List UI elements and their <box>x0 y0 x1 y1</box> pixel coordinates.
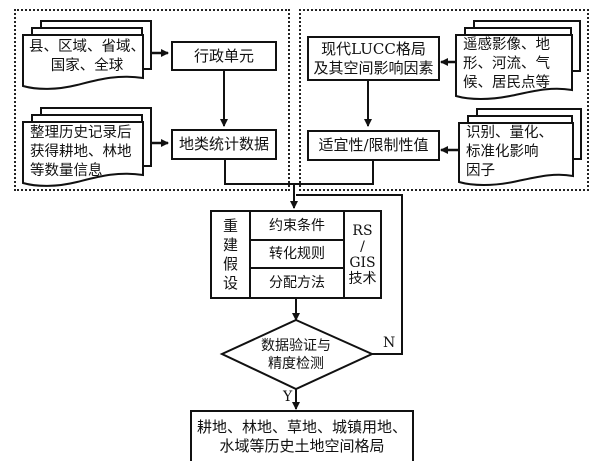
tech-line-3: GIS <box>349 254 376 271</box>
doc-factors-line-1: 识别、量化、 <box>466 125 553 141</box>
box-admin-unit: 行政单元 <box>171 41 277 71</box>
row-allocation-methods-label: 分配方法 <box>269 275 325 291</box>
assumption-char-4: 设 <box>222 273 238 292</box>
box-suitability-label: 适宜性/限制性值 <box>318 136 429 154</box>
box-lucc-line-1: 现代LUCC格局 <box>321 39 426 58</box>
row-conversion-rules-label: 转化规则 <box>269 246 325 262</box>
assumption-char-2: 建 <box>222 235 238 254</box>
decision-line-2: 精度检测 <box>268 356 324 372</box>
box-lucc-pattern: 现代LUCC格局 及其空间影响因素 <box>307 36 440 81</box>
decision-label: 数据验证与 精度检测 <box>236 337 356 373</box>
doc-admin-front-sheet <box>22 34 144 90</box>
reconstruction-assumption: 重 建 假 设 <box>212 212 251 297</box>
assumption-char-3: 假 <box>222 254 238 273</box>
doc-rs-line-3: 候、居民点等 <box>463 75 550 91</box>
decision-no-label: N <box>383 335 396 351</box>
doc-factors-front-sheet <box>458 122 574 186</box>
right-input-region <box>299 9 589 191</box>
doc-history-line-1: 整理历史记录后 <box>30 125 132 141</box>
row-constraints-label: 约束条件 <box>269 217 325 234</box>
doc-rs-line-2: 形、河流、气 <box>463 56 550 72</box>
assumption-char-1: 重 <box>222 216 238 235</box>
box-historical-land-pattern: 耕地、林地、草地、城镇用地、 水域等历史土地空间格局 <box>190 410 414 461</box>
doc-history-line-2: 获得耕地、林地 <box>30 144 132 160</box>
doc-history-front-sheet <box>22 121 144 187</box>
doc-remote-sensing: 遥感影像、地 形、河流、气 候、居民点等 <box>455 20 585 100</box>
row-constraints: 约束条件 <box>251 212 343 241</box>
output-line-2: 水域等历史土地空间格局 <box>219 436 385 455</box>
doc-factors-line-2: 标准化影响 <box>466 144 539 160</box>
box-land-stats: 地类统计数据 <box>171 129 277 160</box>
box-land-stats-label: 地类统计数据 <box>178 135 269 153</box>
doc-admin-line-2: 国家、全球 <box>50 58 124 74</box>
tech-line-1: RS <box>352 222 373 239</box>
line-no-feedback-loop <box>296 194 403 355</box>
doc-factors-line-3: 因子 <box>466 163 495 179</box>
left-input-region <box>14 9 290 191</box>
doc-rs-line-1: 遥感影像、地 <box>463 37 550 53</box>
doc-admin-levels: 县、区域、省域、 国家、全球 <box>22 20 152 90</box>
box-admin-unit-label: 行政单元 <box>193 46 254 65</box>
decision-yes-label: Y <box>283 389 293 405</box>
doc-influence-factors: 识别、量化、 标准化影响 因子 <box>458 108 586 188</box>
doc-history-records: 整理历史记录后 获得耕地、林地 等数量信息 <box>22 107 152 187</box>
box-lucc-line-2: 及其空间影响因素 <box>313 58 434 77</box>
reconstruction-block: 重 建 假 设 约束条件 转化规则 分配方法 RS / GIS 技术 <box>210 210 382 299</box>
row-allocation-methods: 分配方法 <box>251 269 343 297</box>
doc-history-line-3: 等数量信息 <box>30 163 103 179</box>
tech-line-2: / <box>360 238 365 255</box>
row-conversion-rules: 转化规则 <box>251 241 343 269</box>
tech-line-4: 技术 <box>348 270 377 287</box>
rs-gis-technology: RS / GIS 技术 <box>343 212 380 297</box>
line-land-stats-to-merge <box>224 159 294 185</box>
output-line-1: 耕地、林地、草地、城镇用地、 <box>196 417 407 436</box>
decision-line-1: 数据验证与 <box>261 338 331 354</box>
line-suitability-to-merge <box>294 161 374 185</box>
doc-admin-line-1: 县、区域、省域、 <box>29 39 145 55</box>
doc-rs-front-sheet <box>455 34 573 100</box>
box-suitability-value: 适宜性/限制性值 <box>307 130 440 161</box>
